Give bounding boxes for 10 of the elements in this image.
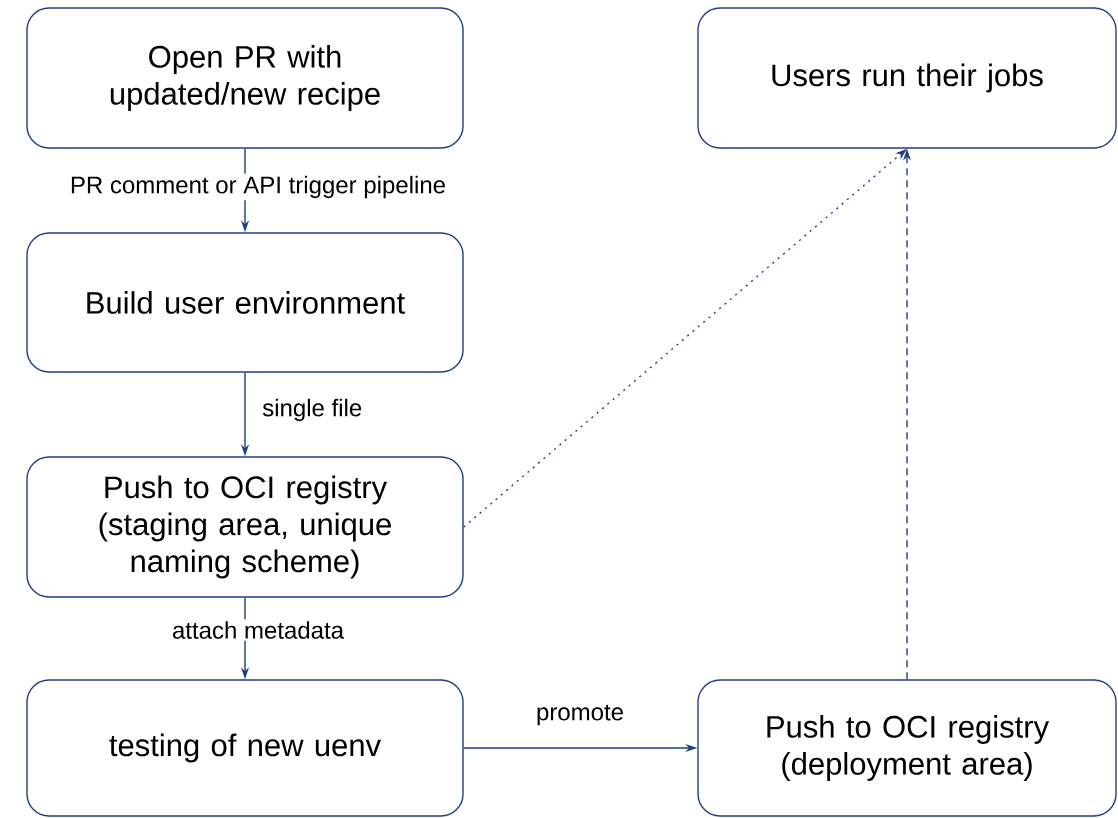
edge-label: attach metadata bbox=[169, 619, 347, 641]
edge-label: PR comment or API trigger pipeline bbox=[67, 173, 449, 201]
edge-label: single file bbox=[262, 398, 362, 422]
process-box: Open PR with updated/new recipe bbox=[26, 7, 464, 149]
process-box: Users run their jobs bbox=[697, 7, 1117, 149]
process-box: testing of new uenv bbox=[26, 679, 464, 817]
edge-label: promote bbox=[537, 704, 623, 726]
process-box: Push to OCI registry (deployment area) bbox=[697, 679, 1117, 817]
process-box: Push to OCI registry (staging area, unique naming scheme) bbox=[26, 456, 464, 598]
process-box: Build user environment bbox=[26, 232, 464, 373]
